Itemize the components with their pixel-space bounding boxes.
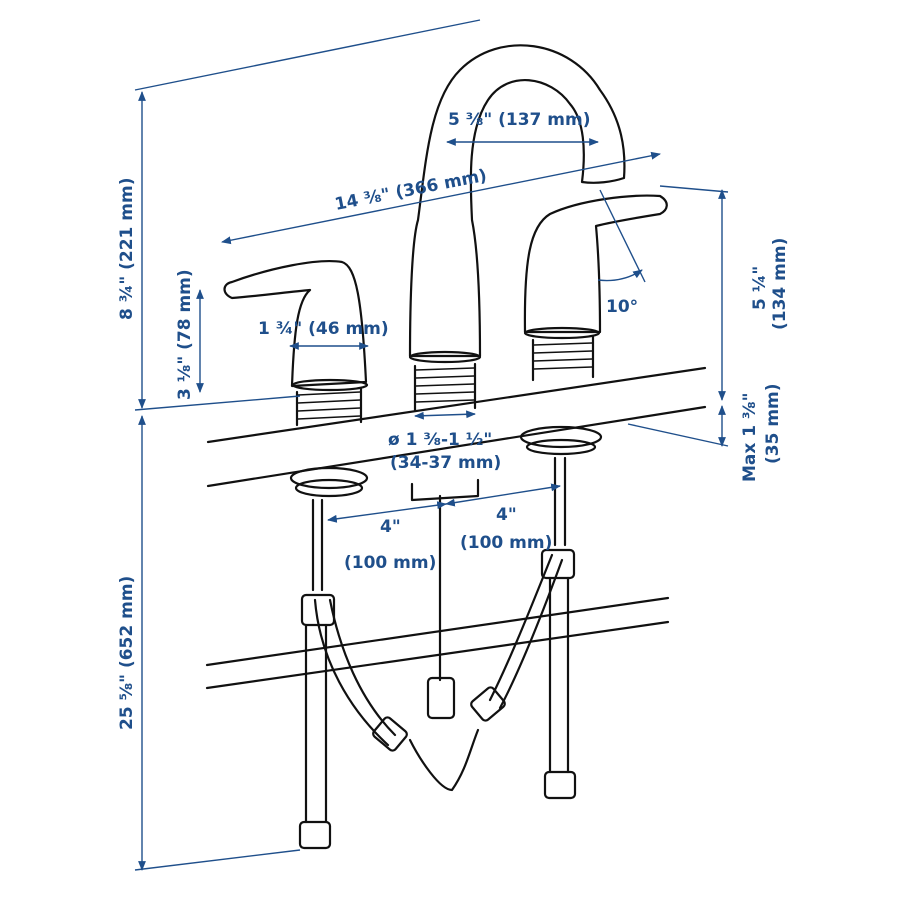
angle-label: 10° (606, 297, 638, 317)
spacing-right-mm-label: (100 mm) (460, 533, 552, 553)
total-width-label: 14 ⅜" (366 mm) (333, 166, 488, 215)
handle-height-label: 3 ⅛" (78 mm) (175, 269, 195, 400)
spout-height-mm-label: (134 mm) (770, 238, 790, 330)
countertop (206, 366, 707, 488)
spacing-left-label: 4" (380, 517, 401, 537)
right-handle (519, 194, 668, 547)
max-thickness-label: Max 1 ⅜" (740, 393, 760, 482)
hose-length-label: 25 ⅝" (652 mm) (117, 576, 137, 730)
hole-diameter-mm-label: (34-37 mm) (390, 453, 501, 473)
dimension-lines (134, 19, 729, 871)
hole-diameter-label: ø 1 ⅜-1 ½" (388, 430, 492, 450)
spout-reach-label: 5 ⅜" (137 mm) (448, 110, 591, 130)
handle-diameter-label: 1 ¾" (46 mm) (258, 319, 389, 339)
spout-height-label: 5 ¼" (750, 266, 770, 310)
max-thickness-mm-label: (35 mm) (763, 383, 783, 464)
cabinet-shelf (205, 596, 670, 690)
hoses (298, 548, 577, 850)
spacing-right-label: 4" (496, 505, 517, 525)
spacing-left-mm-label: (100 mm) (344, 553, 436, 573)
left-handle (223, 260, 369, 592)
total-height-label: 8 ¾" (221 mm) (117, 178, 137, 321)
